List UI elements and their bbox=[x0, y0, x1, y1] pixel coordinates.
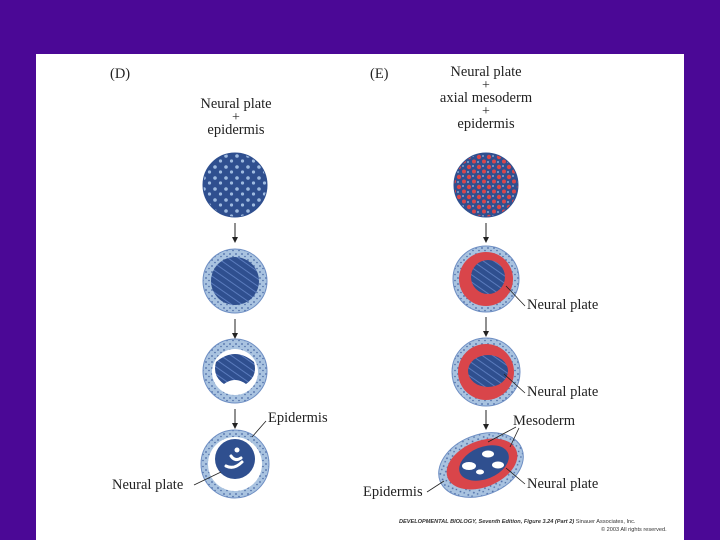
panel-d-stage1-explant bbox=[203, 153, 267, 217]
panel-e-stage4-explant bbox=[429, 421, 533, 510]
panel-e-stage2-explant bbox=[453, 246, 519, 312]
explant-illustrations bbox=[36, 54, 684, 540]
panel-e-stage3-explant bbox=[452, 338, 520, 406]
panel-e-stage1-explant bbox=[454, 153, 518, 217]
figure-panel: (D) Neural plate + epidermis Epidermis N… bbox=[36, 54, 684, 540]
panel-d-stage3-explant bbox=[203, 339, 267, 403]
panel-d-epidermis-leader bbox=[252, 421, 266, 437]
panel-e-epidermis-leader bbox=[427, 481, 444, 492]
panel-d-stage4-explant bbox=[201, 430, 269, 498]
panel-d-stage2-explant bbox=[203, 249, 267, 313]
